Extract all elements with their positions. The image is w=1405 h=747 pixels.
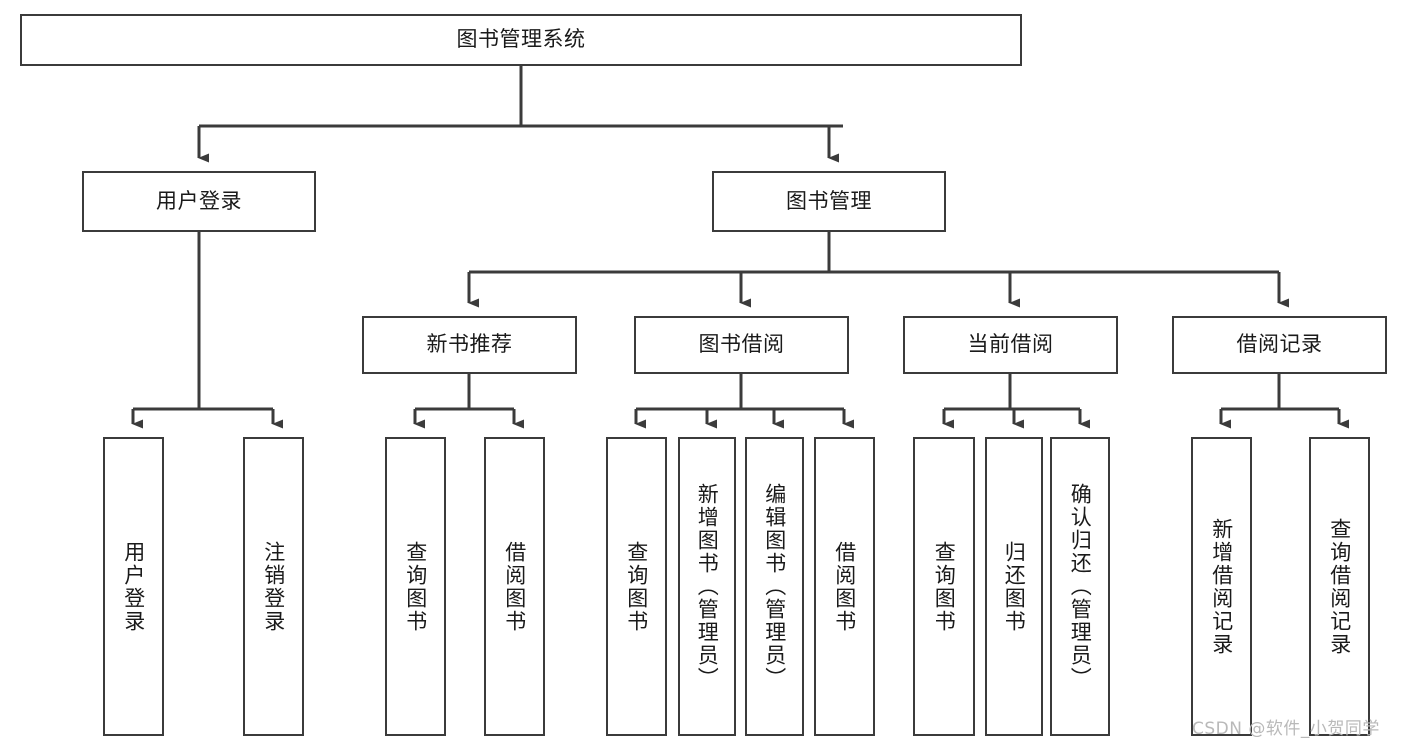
node-leaf-query-book-2-label: 查询图书 — [624, 540, 649, 633]
node-current-borrow-label: 当前借阅 — [967, 332, 1054, 357]
node-leaf-borrow-book-2-label: 借阅图书 — [832, 540, 857, 633]
node-leaf-confirm-return-admin[interactable]: 确认归还（管理员） — [1050, 437, 1110, 736]
node-book-manage-label: 图书管理 — [786, 188, 872, 213]
csdn-watermark: CSDN @软件_小贺同学 — [1192, 714, 1380, 739]
node-leaf-add-borrow-record-label: 新增借阅记录 — [1209, 517, 1234, 656]
node-leaf-query-book-1[interactable]: 查询图书 — [385, 437, 446, 736]
node-leaf-add-book-admin-label: 新增图书（管理员） — [695, 483, 720, 690]
node-new-book-recommend-label: 新书推荐 — [426, 332, 513, 357]
node-leaf-borrow-book-1[interactable]: 借阅图书 — [484, 437, 545, 736]
node-leaf-add-book-admin[interactable]: 新增图书（管理员） — [678, 437, 736, 736]
node-root-label: 图书管理系统 — [456, 27, 586, 52]
node-root[interactable]: 图书管理系统 — [20, 14, 1022, 66]
node-leaf-query-book-1-label: 查询图书 — [403, 540, 428, 633]
node-book-manage[interactable]: 图书管理 — [712, 171, 946, 232]
node-user-login-label: 用户登录 — [156, 188, 242, 213]
node-leaf-user-login[interactable]: 用户登录 — [103, 437, 164, 736]
node-leaf-edit-book-admin[interactable]: 编辑图书（管理员） — [745, 437, 804, 736]
node-leaf-borrow-book-1-label: 借阅图书 — [502, 540, 527, 633]
node-leaf-query-book-2[interactable]: 查询图书 — [606, 437, 667, 736]
node-current-borrow[interactable]: 当前借阅 — [903, 316, 1118, 374]
node-leaf-borrow-book-2[interactable]: 借阅图书 — [814, 437, 875, 736]
node-leaf-logout-label: 注销登录 — [261, 540, 286, 633]
node-new-book-recommend[interactable]: 新书推荐 — [362, 316, 577, 374]
node-leaf-query-book-3[interactable]: 查询图书 — [913, 437, 975, 736]
node-leaf-query-borrow-record[interactable]: 查询借阅记录 — [1309, 437, 1370, 736]
node-book-borrow[interactable]: 图书借阅 — [634, 316, 849, 374]
csdn-watermark-text: CSDN @软件_小贺同学 — [1192, 719, 1380, 739]
node-leaf-logout[interactable]: 注销登录 — [243, 437, 304, 736]
node-leaf-edit-book-admin-label: 编辑图书（管理员） — [762, 483, 787, 690]
node-user-login[interactable]: 用户登录 — [82, 171, 316, 232]
node-leaf-return-book[interactable]: 归还图书 — [985, 437, 1043, 736]
node-leaf-user-login-label: 用户登录 — [121, 540, 146, 633]
node-borrow-record[interactable]: 借阅记录 — [1172, 316, 1387, 374]
node-leaf-query-book-3-label: 查询图书 — [932, 540, 957, 633]
node-leaf-return-book-label: 归还图书 — [1002, 540, 1027, 633]
node-leaf-add-borrow-record[interactable]: 新增借阅记录 — [1191, 437, 1252, 736]
node-leaf-query-borrow-record-label: 查询借阅记录 — [1327, 517, 1352, 656]
node-book-borrow-label: 图书借阅 — [698, 332, 785, 357]
node-borrow-record-label: 借阅记录 — [1236, 332, 1323, 357]
node-leaf-confirm-return-admin-label: 确认归还（管理员） — [1068, 483, 1093, 690]
